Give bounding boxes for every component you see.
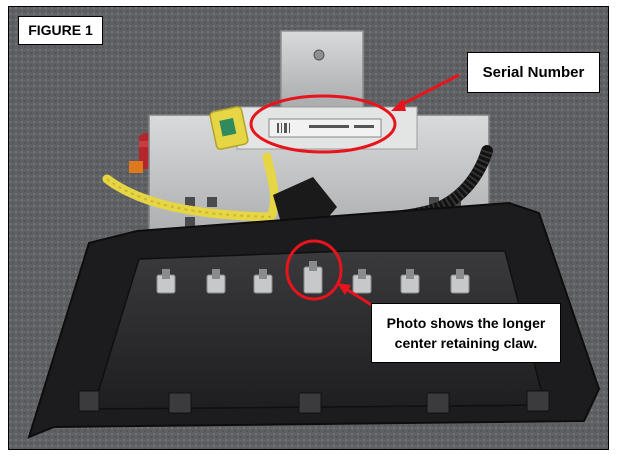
retaining-claw — [156, 269, 176, 294]
serial-arrow-line — [396, 73, 460, 109]
retaining-claws — [156, 261, 470, 294]
retaining-claw — [450, 269, 470, 294]
serial-number-highlight — [249, 94, 397, 154]
retaining-claw — [206, 269, 226, 294]
orange-tab — [129, 161, 143, 173]
figure-frame: FIGURE 1 Serial Number Photo shows the l… — [8, 6, 609, 450]
center-claw-callout: Photo shows the longer center retaining … — [371, 303, 561, 363]
center-claw-highlight — [285, 239, 343, 301]
center-claw-callout-text: Photo shows the longer center retaining … — [386, 315, 546, 351]
cover-panel — [91, 250, 546, 410]
bracket-bolt — [313, 49, 325, 61]
claw-arrow-head — [337, 283, 351, 295]
barcode — [277, 123, 374, 133]
serial-number-callout: Serial Number — [467, 52, 600, 93]
retaining-claw — [352, 269, 372, 294]
retaining-claw-long-center — [303, 261, 323, 294]
figure-label: FIGURE 1 — [18, 16, 103, 45]
bottom-tabs — [78, 390, 550, 414]
serial-arrow-head — [391, 99, 406, 111]
retaining-claw — [400, 269, 420, 294]
retaining-claw — [253, 269, 273, 294]
